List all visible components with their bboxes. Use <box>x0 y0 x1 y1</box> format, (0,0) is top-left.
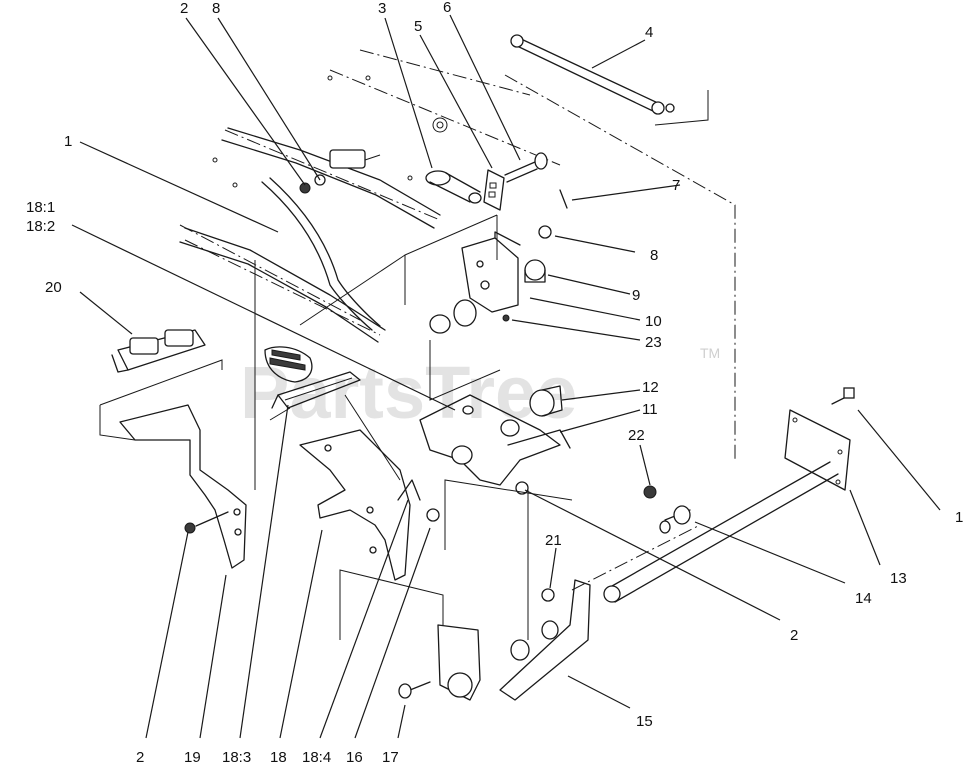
callout-18-2: 18:2 <box>26 218 55 235</box>
watermark-trademark: TM <box>700 345 720 361</box>
callout-2-top: 2 <box>180 0 188 17</box>
pin-washer-bushing <box>524 189 568 283</box>
phantom-lines <box>179 49 736 460</box>
shaft-plate-part-13 <box>571 387 855 603</box>
callout-16: 16 <box>346 749 363 766</box>
upper-bracket-part-10 <box>429 231 521 334</box>
callout-2-mid: 2 <box>790 627 798 644</box>
callout-9: 9 <box>632 287 640 304</box>
callout-1-right: 1 <box>955 509 963 526</box>
pedal-part-18 <box>264 346 440 581</box>
callout-18-1: 18:1 <box>26 199 55 216</box>
lower-bracket-part-11 <box>419 385 573 550</box>
clip-and-bolt <box>483 152 548 211</box>
frame-upper <box>179 75 709 401</box>
callout-10: 10 <box>645 313 662 330</box>
callout-13: 13 <box>890 570 907 587</box>
callout-4: 4 <box>645 24 653 41</box>
callout-17: 17 <box>382 749 399 766</box>
rod-part-4 <box>510 34 675 115</box>
callout-20: 20 <box>45 279 62 296</box>
callout-1-left: 1 <box>64 133 72 150</box>
callout-21: 21 <box>545 532 562 549</box>
callout-2-bottom: 2 <box>136 749 144 766</box>
callout-8-right: 8 <box>650 247 658 264</box>
callout-labels: 2 8 3 5 6 4 1 7 8 18:1 18:2 9 20 10 23 1… <box>26 0 963 766</box>
callout-11: 11 <box>642 401 658 418</box>
callout-6: 6 <box>443 0 451 16</box>
callout-12: 12 <box>642 379 659 396</box>
callout-14: 14 <box>855 590 872 607</box>
callout-18-4: 18:4 <box>302 749 331 766</box>
callout-23: 23 <box>645 334 662 351</box>
leader-lines <box>71 14 941 739</box>
callout-5: 5 <box>414 18 422 35</box>
callout-7: 7 <box>672 177 680 194</box>
callout-19: 19 <box>184 749 201 766</box>
linkage-rod <box>261 149 381 331</box>
pedal-arm-part-19 <box>99 260 256 569</box>
fitting-part-14 <box>643 485 691 534</box>
callout-15: 15 <box>636 713 653 730</box>
callout-8-top: 8 <box>212 0 220 17</box>
pin-part-3 <box>425 170 482 204</box>
lower-bracket-part-15 <box>339 490 591 701</box>
callout-22: 22 <box>628 427 645 444</box>
callout-3: 3 <box>378 0 386 17</box>
callout-18: 18 <box>270 749 287 766</box>
callout-18-3: 18:3 <box>222 749 251 766</box>
